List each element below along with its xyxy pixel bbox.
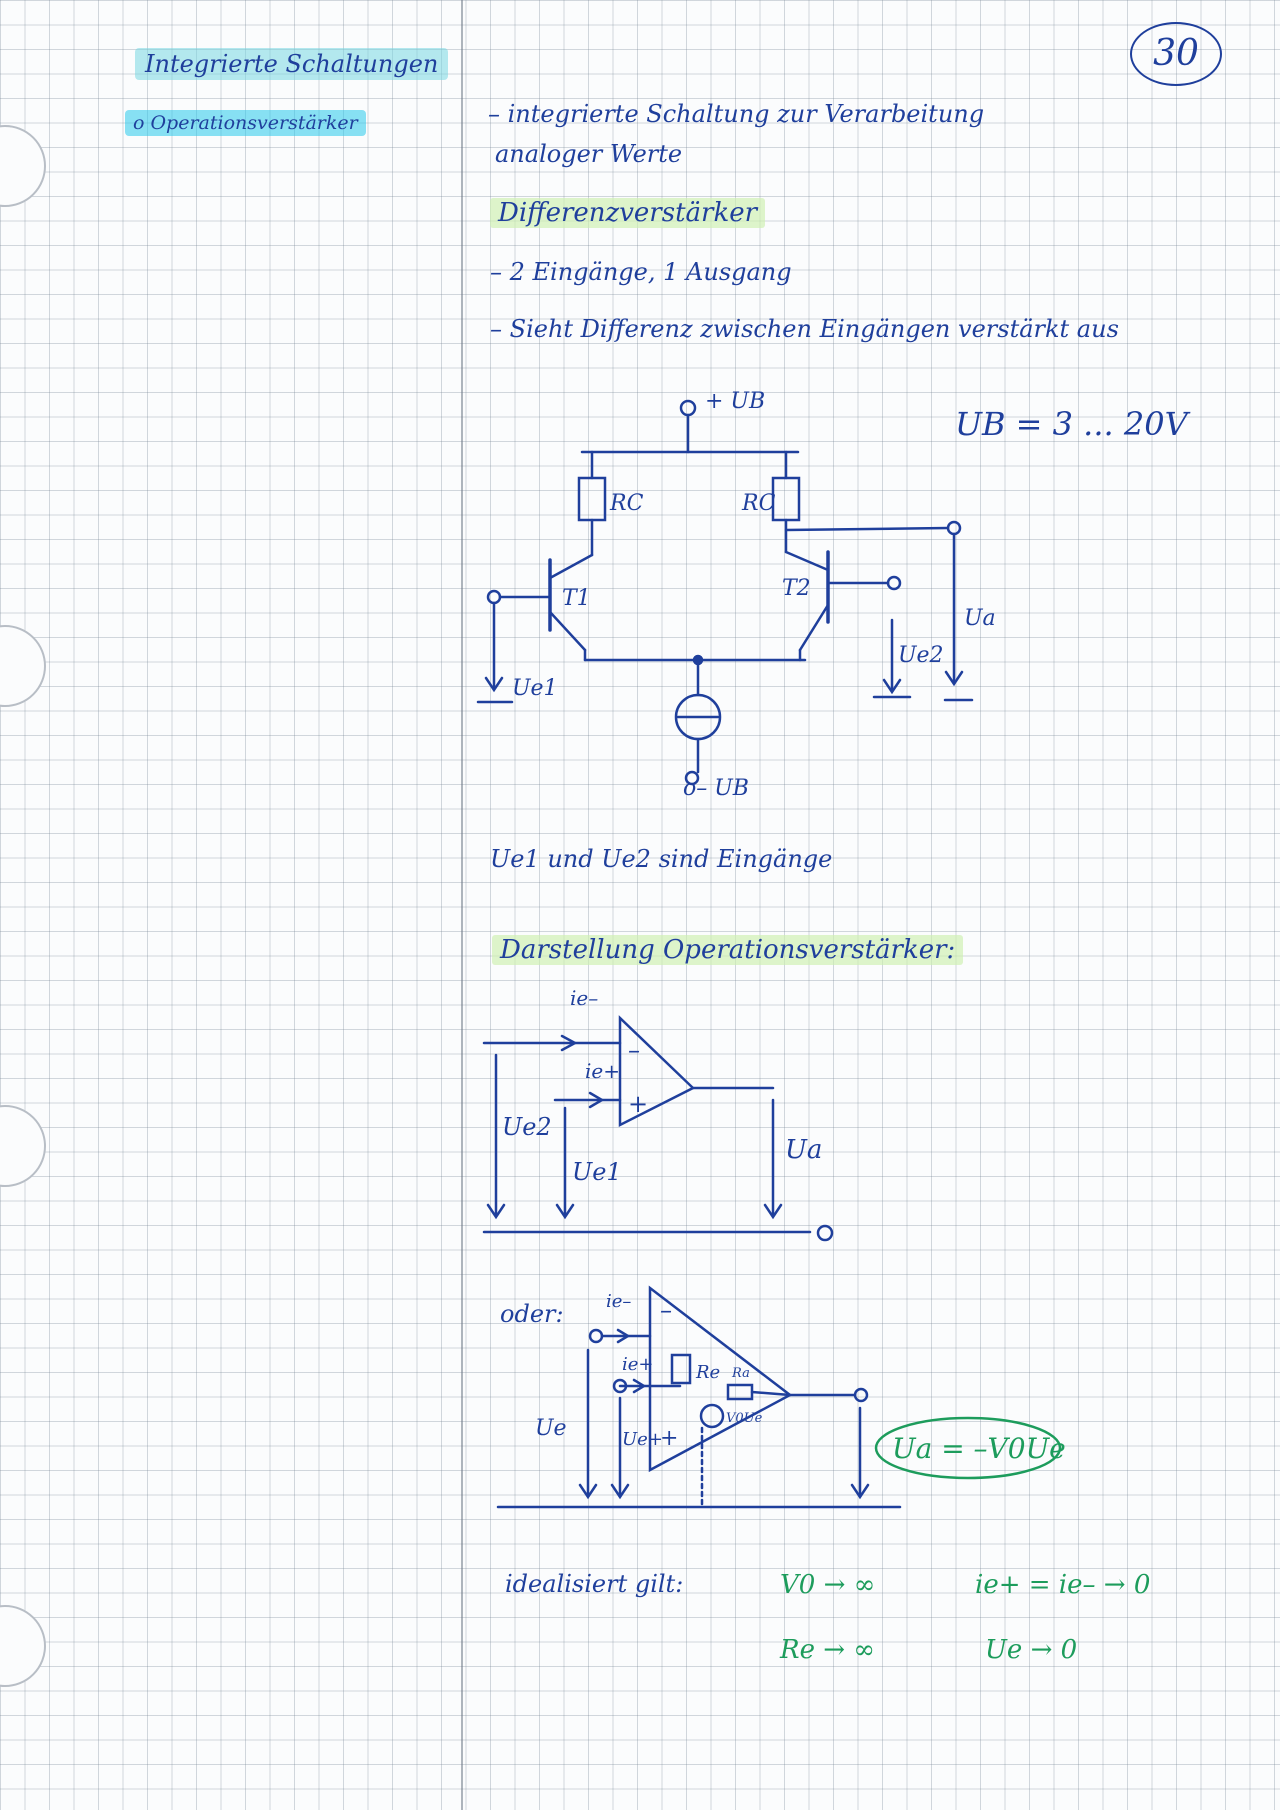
label-minus: –	[628, 1036, 640, 1064]
intro-line-2: analoger Werte	[495, 140, 683, 168]
opamp-heading: Darstellung Operationsverstärker:	[492, 935, 964, 965]
input-terminal-2	[886, 575, 902, 591]
label-vplus: + UB	[705, 389, 765, 414]
negative-supply-terminal	[684, 770, 700, 786]
label-ue1: Ue1	[572, 1158, 622, 1186]
label-rc-left: RC	[609, 491, 644, 516]
supply-range: UB = 3 ... 20V	[955, 405, 1188, 443]
intro-line-1: – integrierte Schaltung zur Verarbeitung	[488, 100, 985, 128]
opamp-triangle	[618, 1015, 696, 1128]
label-ue: Ue	[535, 1416, 567, 1441]
diff-amp-point-1: – 2 Eingänge, 1 Ausgang	[490, 258, 792, 286]
label-ue-plus: Ue+	[622, 1429, 663, 1450]
idealized-eq-4: Ue → 0	[985, 1635, 1078, 1665]
label-plus: +	[660, 1426, 678, 1451]
label-ie-minus: ie–	[570, 986, 598, 1010]
label-ue1: Ue1	[512, 676, 558, 701]
label-ie-minus: ie–	[606, 1291, 631, 1312]
label-ue2: Ue2	[502, 1113, 552, 1141]
label-minus: –	[660, 1296, 672, 1324]
resistor-ra	[726, 1383, 754, 1401]
label-t2: T2	[782, 576, 811, 601]
idealized-eq-2: ie+ = ie– → 0	[975, 1570, 1151, 1600]
voltage-source	[699, 1403, 725, 1429]
label-ua: Ua	[785, 1135, 822, 1165]
resistor-re	[670, 1353, 692, 1385]
label-ra: Ra	[731, 1366, 750, 1381]
label-ie-plus: ie+	[585, 1059, 620, 1083]
label-t1: T1	[562, 586, 591, 611]
label-vminus: o– UB	[683, 776, 749, 801]
diff-amp-point-2: – Sieht Differenz zwischen Eingängen ver…	[490, 315, 1119, 343]
page-number: 30	[1130, 22, 1222, 86]
output-terminal	[853, 1387, 869, 1403]
label-ue2: Ue2	[898, 643, 944, 668]
sidebar-title: Integrierte Schaltungen	[135, 48, 449, 80]
label-vue: V0Ue	[726, 1411, 763, 1426]
output-formula: Ua = –V0Ue	[892, 1432, 1066, 1465]
idealized-label: idealisiert gilt:	[505, 1570, 684, 1598]
label-re: Re	[695, 1362, 720, 1383]
label-plus: +	[628, 1090, 648, 1118]
opamp-triangle	[648, 1285, 793, 1473]
diff-amp-heading: Differenzverstärker	[490, 198, 766, 228]
margin-line	[461, 0, 463, 1810]
idealized-eq-3: Re → ∞	[780, 1635, 875, 1665]
or-label: oder:	[500, 1300, 564, 1328]
sidebar-bullet: o Operationsverstärker	[125, 110, 366, 136]
idealized-eq-1: V0 → ∞	[780, 1570, 876, 1600]
label-ua: Ua	[964, 606, 996, 631]
diff-amp-note: Ue1 und Ue2 sind Eingänge	[490, 845, 833, 873]
label-ie-plus: ie+	[622, 1354, 654, 1375]
label-rc-right: RC	[741, 491, 776, 516]
ground-terminal	[816, 1224, 834, 1242]
